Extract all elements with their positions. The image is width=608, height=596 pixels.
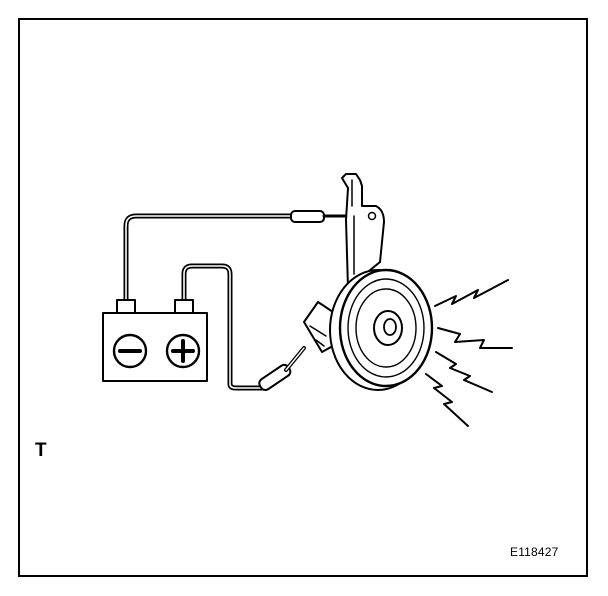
negative-post bbox=[116, 299, 136, 314]
lightning-zigzag-icon bbox=[434, 279, 509, 307]
battery bbox=[102, 299, 208, 382]
lightning-zigzag-icon bbox=[437, 327, 513, 349]
positive-post bbox=[174, 299, 194, 314]
lightning-zigzag-icon bbox=[435, 351, 493, 393]
diagram-frame bbox=[18, 18, 588, 577]
figure-code: E118427 bbox=[510, 545, 559, 559]
upper-wire-connector bbox=[290, 210, 325, 223]
lightning-zigzag-icon bbox=[425, 373, 469, 427]
horn bbox=[303, 215, 434, 391]
corner-label: T bbox=[35, 440, 47, 461]
negative-lead-wire bbox=[123, 213, 295, 303]
